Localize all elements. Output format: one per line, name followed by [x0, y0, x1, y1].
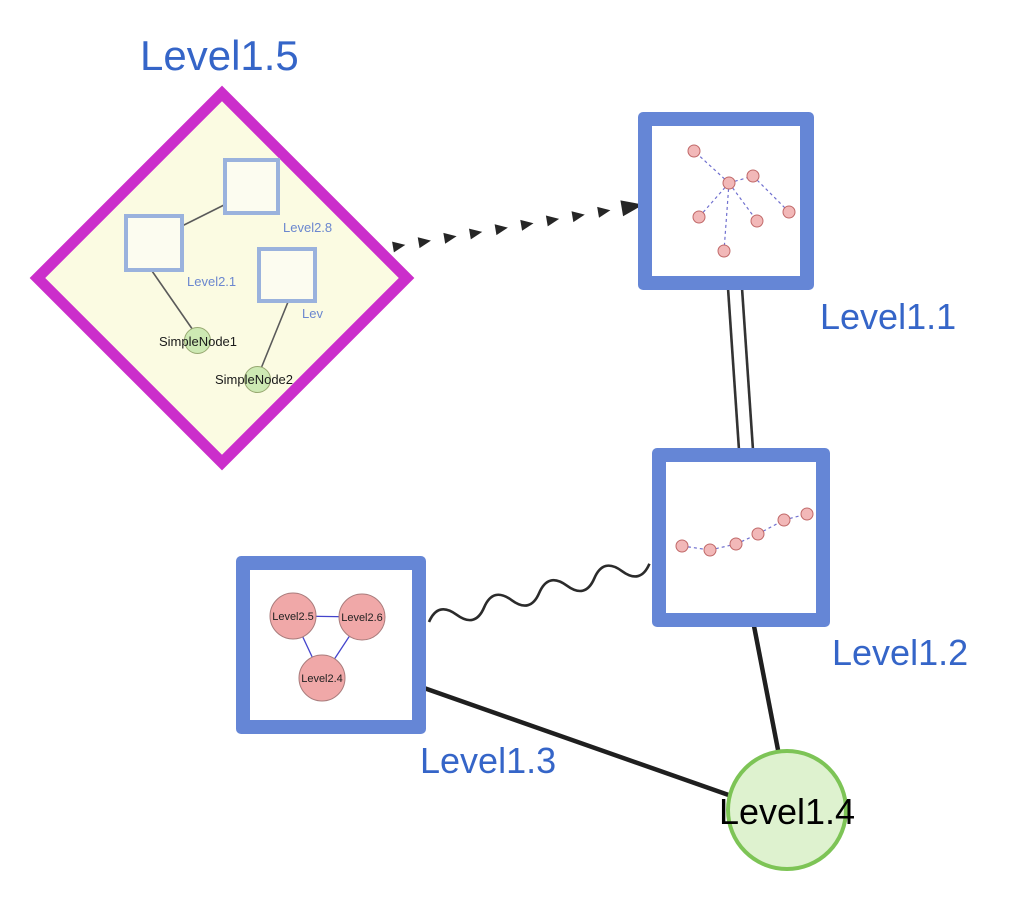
node-level1-4-circle[interactable] — [726, 749, 848, 871]
edge-level21-simplenode1[interactable] — [151, 270, 196, 334]
label-level1-5: Level1.5 — [140, 32, 299, 79]
label-level1-1: Level1.1 — [820, 296, 957, 337]
mini-node[interactable] — [717, 244, 731, 258]
edge-lev-simplenode2[interactable] — [259, 301, 289, 372]
mini-node[interactable] — [675, 539, 689, 553]
node-level2-5[interactable] — [269, 592, 317, 640]
node-level2-6[interactable] — [338, 593, 386, 641]
mini-node[interactable] — [777, 513, 791, 527]
label-level2-1: Level2.1 — [187, 274, 237, 289]
node-lev-square[interactable] — [257, 247, 317, 303]
mini-node[interactable] — [782, 205, 796, 219]
label-level2-5: Level2.5 — [272, 611, 314, 623]
mini-node[interactable] — [722, 176, 736, 190]
mini-node[interactable] — [687, 144, 701, 158]
mini-edge[interactable] — [752, 175, 790, 213]
node-level2-1-square[interactable] — [124, 214, 184, 272]
node-simplenode1[interactable] — [184, 327, 211, 354]
label-level1-3: Level1.3 — [420, 740, 557, 781]
label-level2-8: Level2.8 — [283, 220, 333, 235]
node-level1-2-box[interactable] — [652, 448, 830, 627]
label-simplenode1: SimpleNode1 — [158, 334, 238, 349]
node-level1-3-box[interactable]: Level2.5 Level2.6 Level2.4 — [236, 556, 426, 734]
mini-edge[interactable] — [693, 150, 730, 184]
label-lev: Lev — [302, 306, 323, 321]
mini-edge[interactable] — [723, 182, 730, 252]
edge-level12-level14[interactable] — [751, 625, 782, 756]
node-simplenode2[interactable] — [244, 366, 271, 393]
mini-node[interactable] — [692, 210, 706, 224]
level1-3-minigraph: Level2.5 Level2.6 Level2.4 — [269, 592, 386, 702]
label-level1-2: Level1.2 — [832, 632, 969, 673]
node-level2-8-square[interactable] — [223, 158, 280, 215]
mini-edge[interactable] — [709, 543, 737, 551]
mini-edge[interactable] — [728, 182, 758, 222]
mini-node[interactable] — [729, 537, 743, 551]
label-level2-4: Level2.4 — [301, 673, 343, 685]
edge-level21-level28[interactable] — [181, 203, 227, 227]
label-level2-6: Level2.6 — [341, 612, 383, 624]
level1-2-minigraph — [675, 507, 814, 557]
edge-level13-level12-wavy-line[interactable] — [427, 555, 652, 631]
mini-node[interactable] — [750, 214, 764, 228]
mini-edge[interactable] — [681, 545, 711, 551]
mini-node[interactable] — [746, 169, 760, 183]
edge-level11-level12-double-line[interactable] — [726, 287, 755, 451]
label-level1-4: Level1.4 — [718, 791, 856, 832]
mini-node[interactable] — [703, 543, 717, 557]
mini-node[interactable] — [800, 507, 814, 521]
node-level1-1-box[interactable] — [638, 112, 814, 290]
edge-level13-level14[interactable] — [423, 685, 741, 802]
edge-level15-level11-dashed-arrow[interactable] — [392, 197, 645, 255]
mini-node[interactable] — [751, 527, 765, 541]
level1-1-minigraph — [687, 144, 796, 258]
mini-edge[interactable] — [698, 182, 730, 218]
node-level2-4[interactable] — [298, 654, 346, 702]
label-simplenode2: SimpleNode2 — [214, 372, 294, 387]
